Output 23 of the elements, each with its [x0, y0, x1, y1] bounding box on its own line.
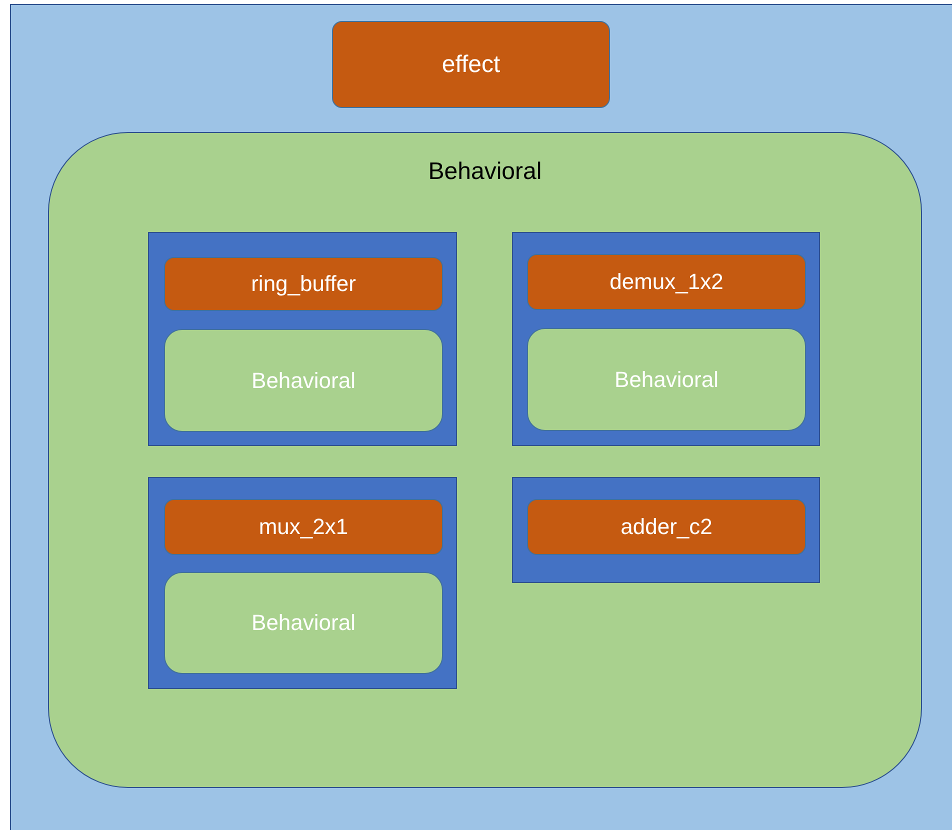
node-label: Behavioral [252, 366, 356, 394]
architecture-box [164, 329, 443, 432]
node-label: ring_buffer [251, 270, 356, 298]
canvas-panel [10, 4, 952, 830]
entity-box [164, 499, 443, 555]
node-label: demux_1x2 [610, 268, 724, 296]
entity-box [527, 254, 806, 310]
architecture-box [164, 572, 443, 674]
component-box [148, 232, 457, 446]
node-label: mux_2x1 [258, 513, 348, 541]
architecture-panel [48, 132, 922, 788]
node-label: Behavioral [252, 609, 356, 637]
node-label: Behavioral [428, 157, 542, 187]
node-label: effect [442, 50, 500, 80]
component-box [148, 477, 457, 689]
architecture-box [527, 328, 806, 431]
node-label: Behavioral [614, 366, 718, 394]
entity-box [527, 499, 806, 555]
component-box [512, 232, 820, 446]
entity-box [164, 257, 443, 311]
entity-box [332, 21, 610, 108]
node-label: adder_c2 [620, 513, 712, 541]
component-box [512, 477, 820, 583]
